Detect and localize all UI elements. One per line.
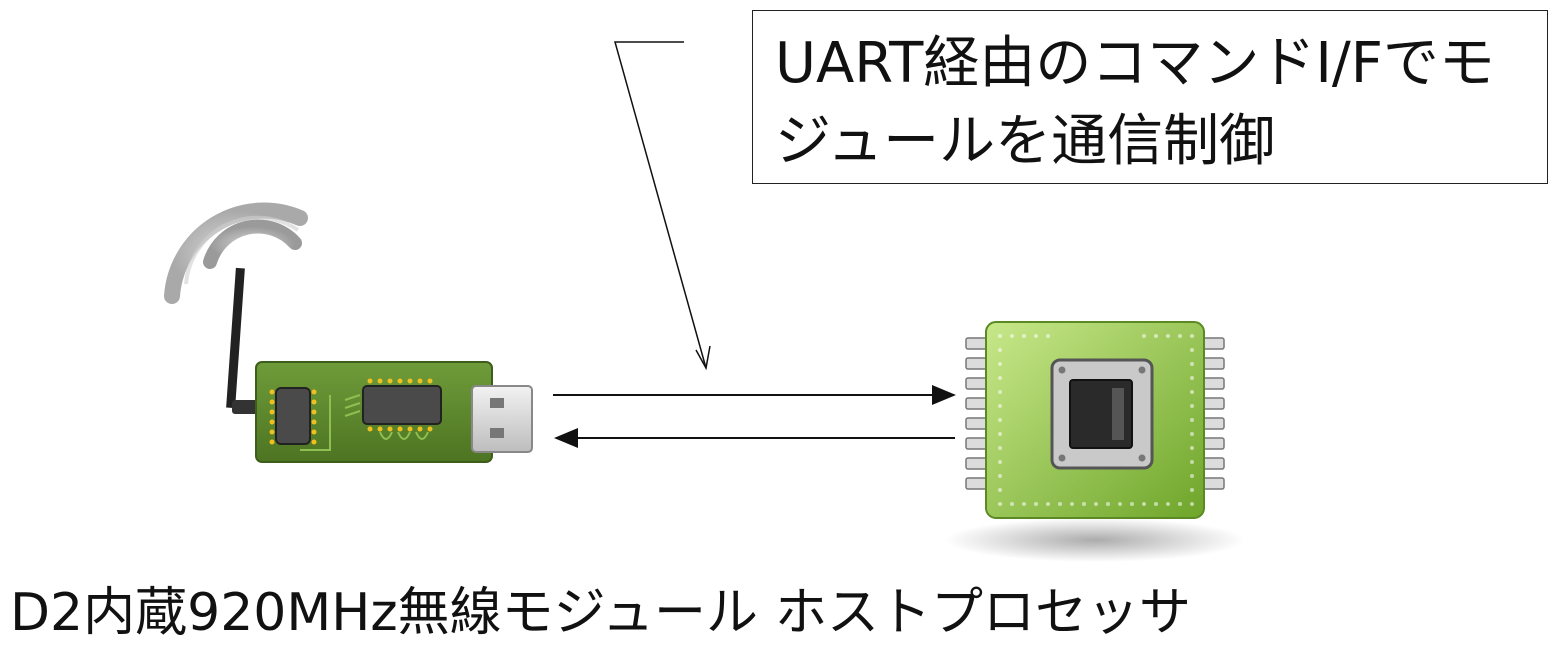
callout-box: UART経由のコマンドI/Fでモ ジュールを通信制御 xyxy=(752,10,1548,184)
callout-pointer xyxy=(614,41,711,371)
callout-line-2: ジュールを通信制御 xyxy=(775,109,1276,174)
wireless-usb-module-icon xyxy=(164,202,533,463)
cpu-chip-icon xyxy=(945,321,1245,562)
module-label: D2内蔵920MHz無線モジュール xyxy=(10,583,758,643)
host-label: ホストプロセッサ xyxy=(775,583,1192,643)
callout-line-1: UART経由のコマンドI/Fでモ xyxy=(775,31,1495,96)
